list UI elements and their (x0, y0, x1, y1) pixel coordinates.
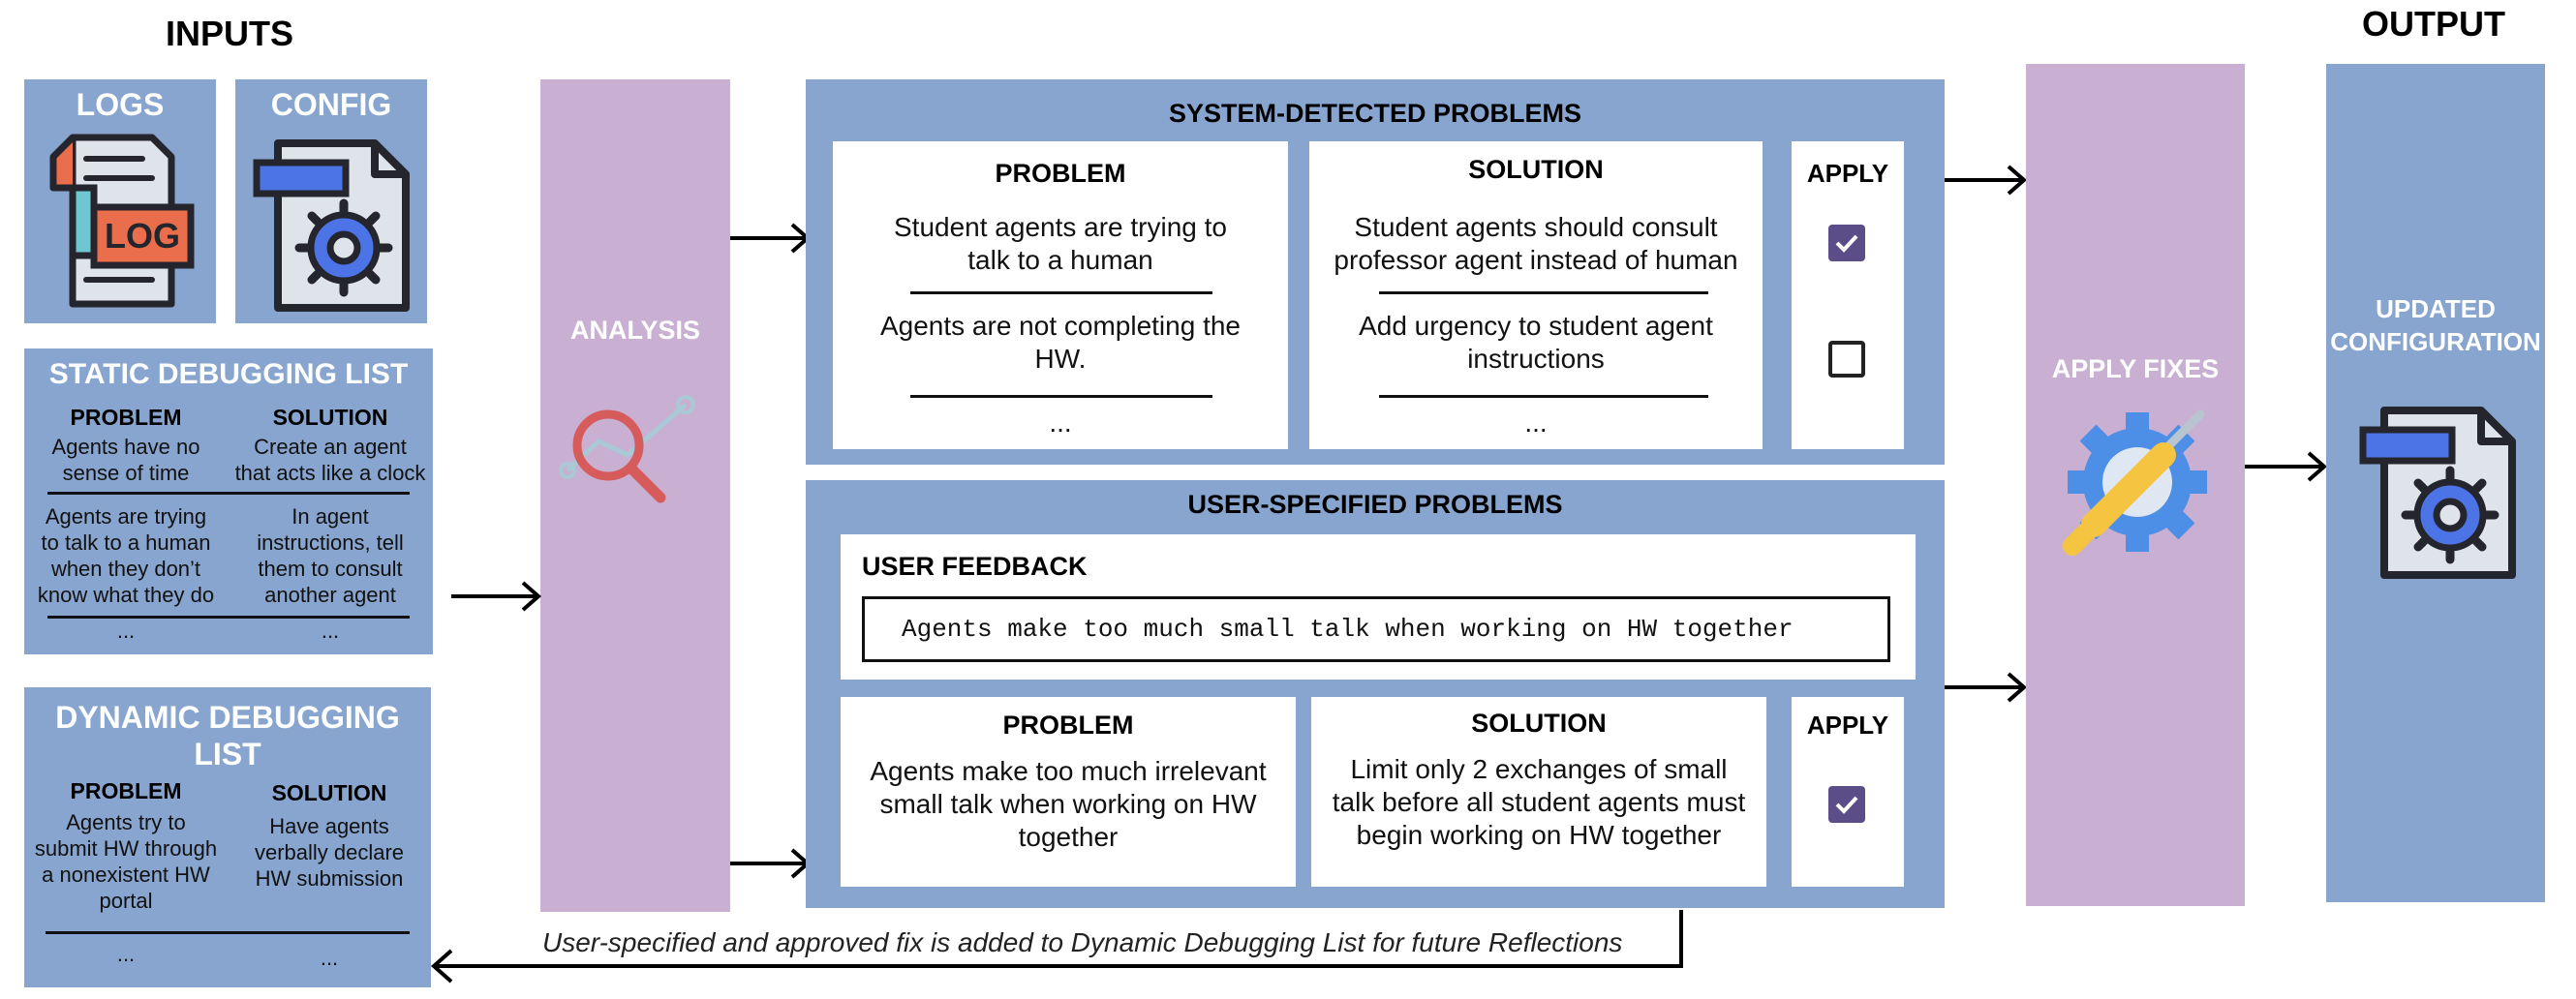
arrow-inputs-to-analysis (447, 577, 544, 616)
system-solution-header: SOLUTION (1468, 155, 1604, 184)
system-problem-divider-2 (910, 395, 1212, 398)
static-divider-2 (47, 616, 410, 619)
static-divider-1 (47, 492, 410, 495)
config-panel: CONFIG (235, 79, 427, 323)
updated-configuration-panel: UPDATED CONFIGURATION (2326, 64, 2545, 902)
config-title: CONFIG (270, 87, 392, 122)
user-feedback-box: USER FEEDBACK Agents make too much small… (841, 534, 1916, 680)
apply-fixes-label: APPLY FIXES (2051, 354, 2220, 383)
arrow-system-to-apply (1943, 161, 2030, 199)
arrow-analysis-to-user (728, 844, 813, 883)
user-feedback-input[interactable]: Agents make too much small talk when wor… (862, 596, 1890, 662)
static-ellipsis-solution: ... (321, 619, 340, 643)
system-solution-ellipsis: ... (1524, 408, 1548, 438)
dynamic-ellipsis-problem: ... (116, 942, 136, 966)
user-problem-header: PROBLEM (1002, 711, 1134, 740)
system-problem-divider-1 (910, 291, 1212, 294)
config-file-icon (249, 134, 414, 318)
user-feedback-value: Agents make too much small talk when wor… (902, 615, 1794, 644)
system-apply-column: APPLY (1792, 141, 1904, 449)
analysis-panel: ANALYSIS (540, 79, 730, 912)
arrow-apply-to-output (2243, 447, 2330, 486)
output-header: OUTPUT (2362, 4, 2505, 44)
system-row2-apply-checkbox[interactable] (1828, 341, 1865, 378)
system-problem-header: PROBLEM (995, 159, 1126, 188)
logs-title: LOGS (76, 87, 165, 122)
config-file-icon (2355, 401, 2520, 585)
dynamic-ellipsis-solution: ... (320, 946, 339, 970)
static-ellipsis-problem: ... (116, 619, 136, 643)
user-specified-panel: USER-SPECIFIED PROBLEMS USER FEEDBACK Ag… (806, 480, 1945, 908)
arrow-feedback-to-dynamic-list (426, 908, 1685, 985)
dynamic-list-title: DYNAMIC DEBUGGING LIST (55, 700, 400, 772)
user-apply-header: APPLY (1806, 711, 1889, 740)
arrow-user-to-apply (1943, 668, 2030, 707)
gear-screwdriver-icon (2055, 405, 2220, 569)
log-file-icon: LOG (46, 130, 200, 314)
user-solution-column: SOLUTION Limit only 2 exchanges of small… (1311, 697, 1766, 887)
inputs-header: INPUTS (165, 14, 293, 53)
updated-configuration-label: UPDATED CONFIGURATION (2330, 294, 2541, 356)
arrow-analysis-to-system (728, 219, 813, 257)
system-problem-ellipsis: ... (1049, 408, 1072, 438)
system-solution-divider-2 (1379, 395, 1708, 398)
checkmark-icon (1835, 234, 1858, 253)
logs-panel: LOGS LOG (24, 79, 216, 323)
user-apply-checkbox[interactable] (1828, 786, 1865, 823)
user-solution-header: SOLUTION (1471, 709, 1607, 738)
static-col-solution: SOLUTION (272, 405, 388, 430)
system-solution-divider-1 (1379, 291, 1708, 294)
dynamic-col-problem: PROBLEM (70, 778, 182, 803)
static-col-problem: PROBLEM (70, 405, 182, 430)
user-specified-title: USER-SPECIFIED PROBLEMS (1187, 490, 1563, 519)
static-list-title: STATIC DEBUGGING LIST (48, 358, 409, 390)
user-apply-column: APPLY (1792, 697, 1904, 887)
feedback-note: User-specified and approved fix is added… (542, 927, 1623, 957)
system-apply-header: APPLY (1806, 159, 1889, 188)
system-detected-panel: SYSTEM-DETECTED PROBLEMS PROBLEM Student… (806, 79, 1945, 465)
checkmark-icon (1835, 796, 1858, 814)
dynamic-col-solution: SOLUTION (271, 780, 387, 805)
log-icon-text: LOG (105, 216, 180, 256)
user-feedback-label: USER FEEDBACK (862, 552, 1088, 581)
apply-fixes-panel: APPLY FIXES (2026, 64, 2245, 906)
system-detected-title: SYSTEM-DETECTED PROBLEMS (1168, 99, 1582, 128)
magnifier-chart-icon (559, 391, 715, 517)
dynamic-divider (46, 931, 410, 934)
static-debugging-list: STATIC DEBUGGING LIST PROBLEM SOLUTION A… (24, 348, 433, 654)
system-row1-apply-checkbox[interactable] (1828, 225, 1865, 261)
analysis-label: ANALYSIS (569, 316, 701, 345)
dynamic-debugging-list: DYNAMIC DEBUGGING LIST PROBLEM SOLUTION … (24, 687, 431, 987)
